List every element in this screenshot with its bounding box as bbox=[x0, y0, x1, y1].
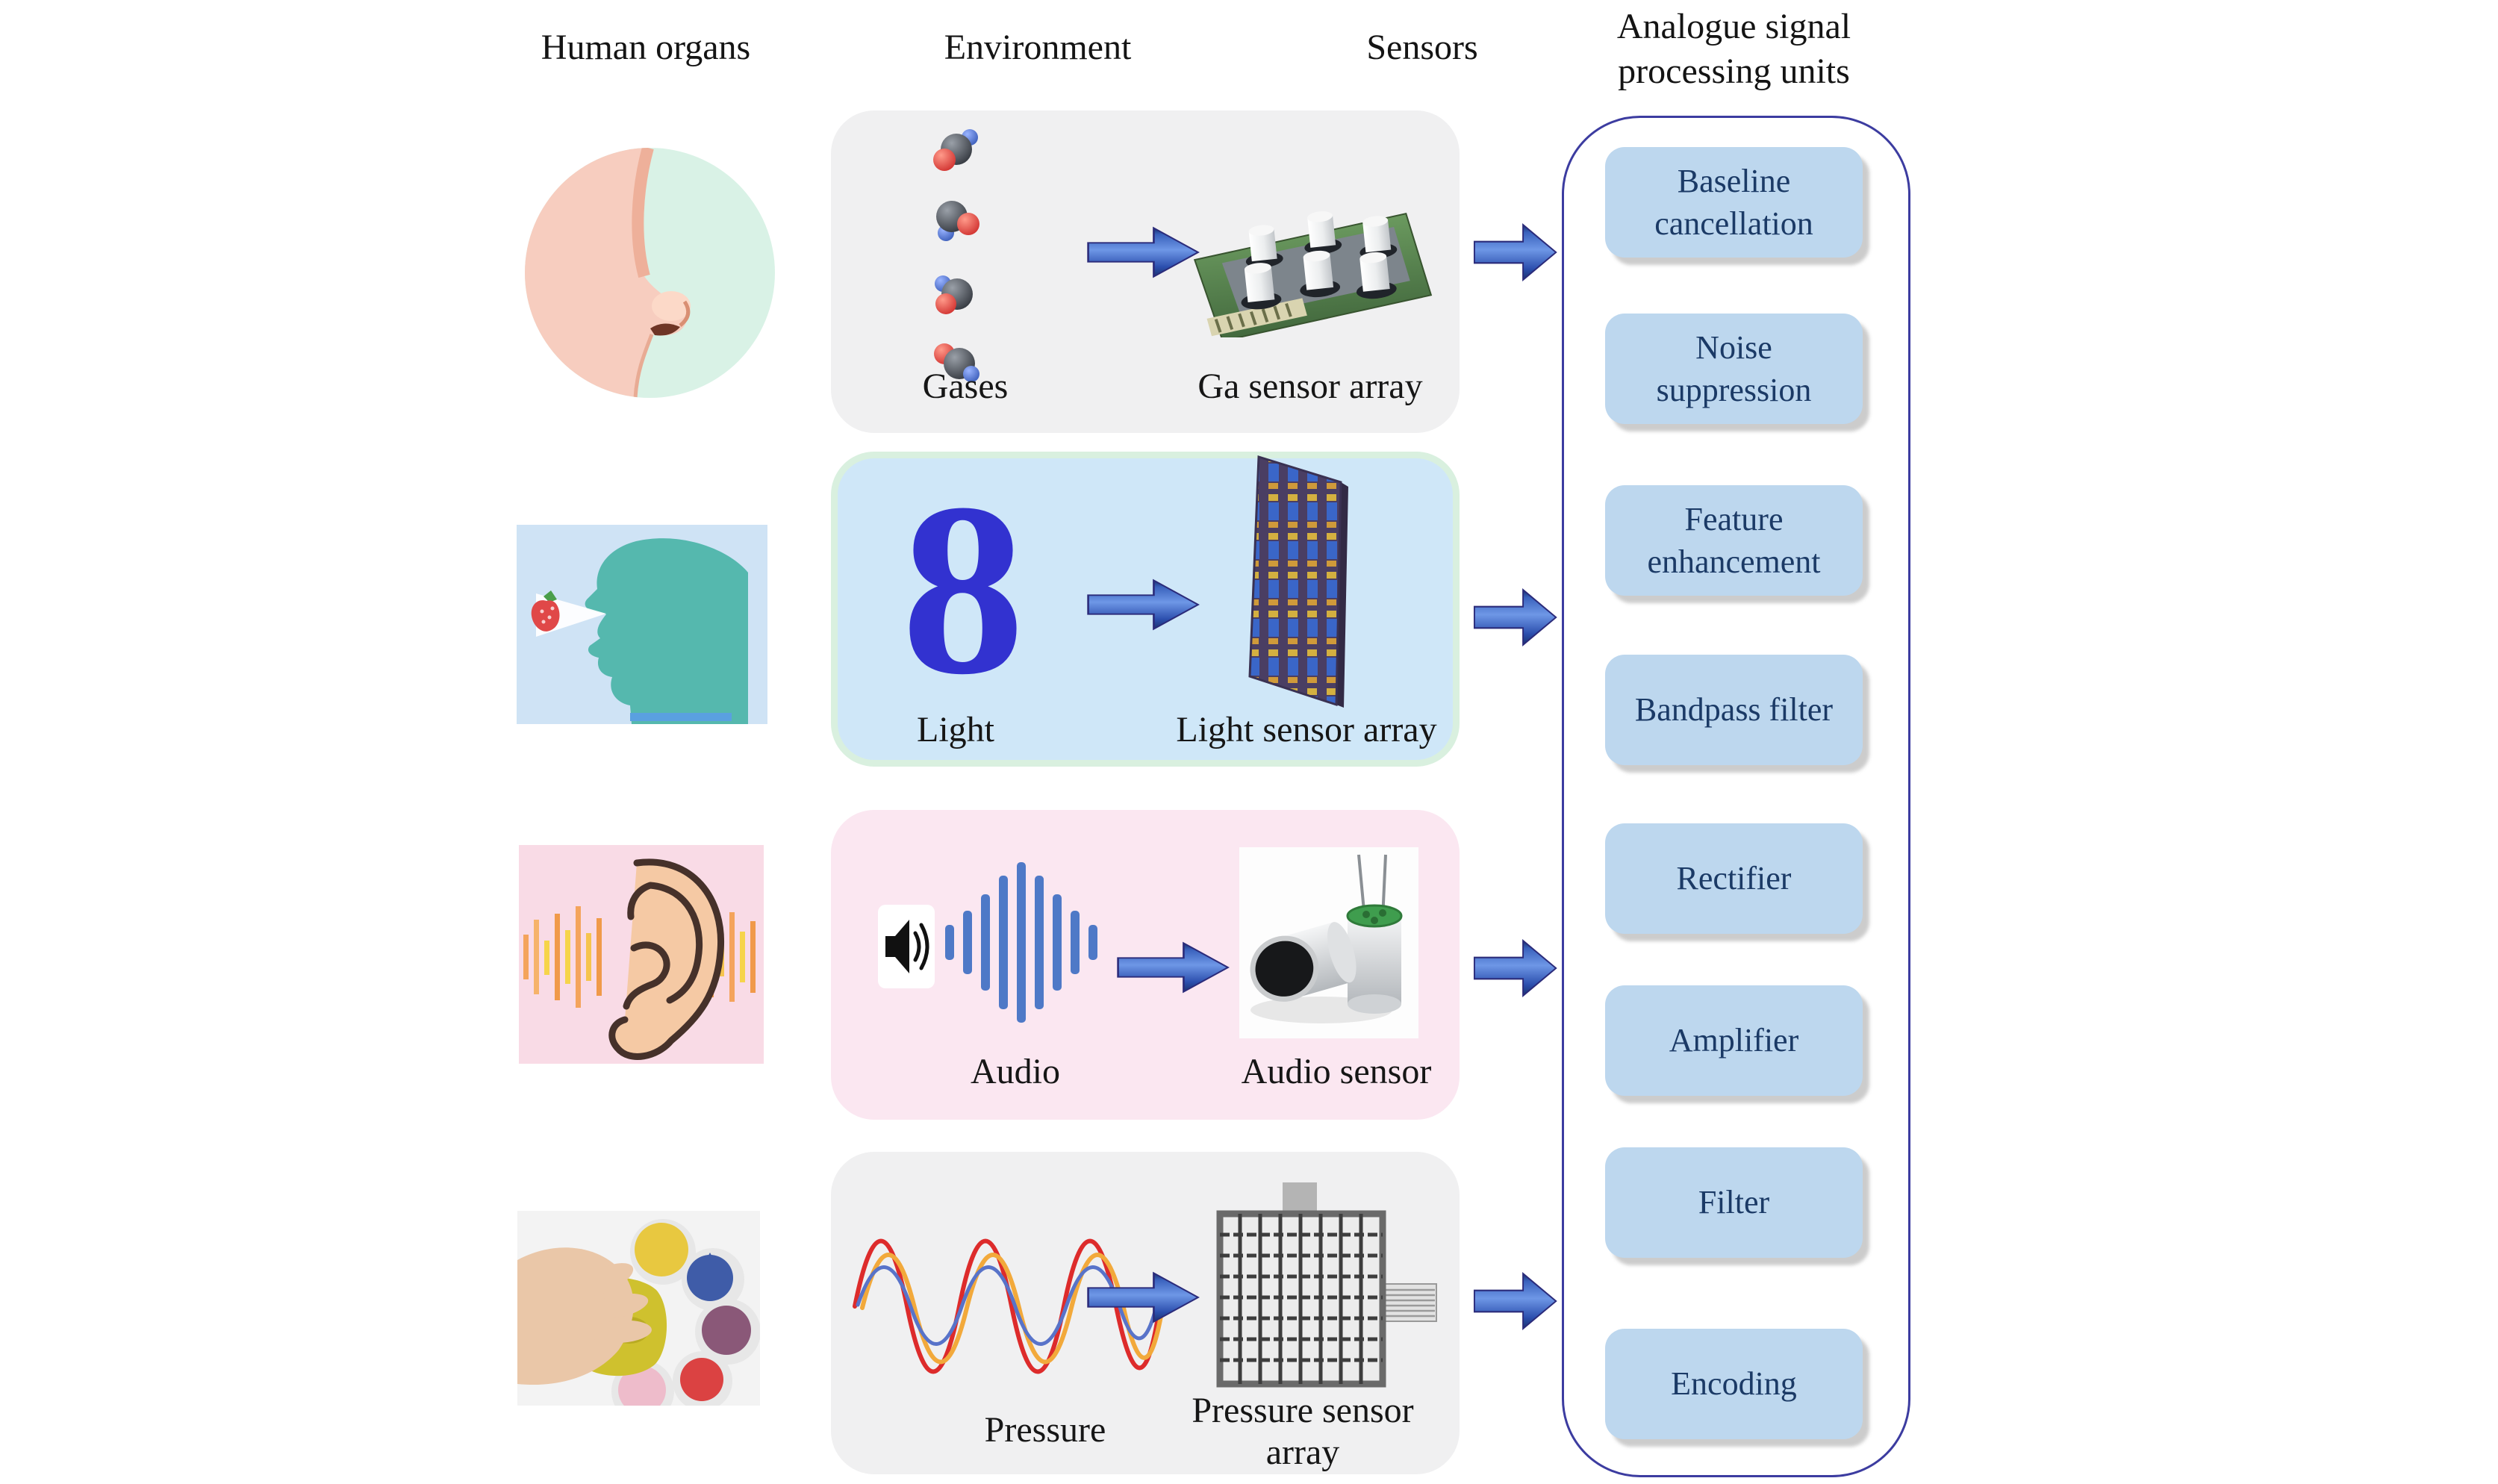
nose-icon bbox=[525, 148, 691, 398]
arrow-row3-to-processing bbox=[1473, 936, 1559, 1000]
arrow-gases-to-sensor bbox=[1086, 224, 1202, 281]
face-looking-at-strawberry-icon bbox=[531, 538, 748, 724]
arrow-row1-to-processing bbox=[1473, 220, 1559, 284]
unit-encoding: Encoding bbox=[1605, 1329, 1863, 1439]
header-sensors: Sensors bbox=[1366, 28, 1478, 67]
unit-feature-enhancement: Feature enhancement bbox=[1605, 485, 1863, 596]
header-processing-units: Analogue signal processing units bbox=[1557, 4, 1911, 94]
label-audio-sensor: Audio sensor bbox=[1241, 1052, 1432, 1091]
pressure-sensor-array-icon bbox=[1216, 1182, 1437, 1388]
header-processing-line2: processing units bbox=[1618, 52, 1850, 91]
unit-amplifier: Amplifier bbox=[1605, 985, 1863, 1096]
unit-filter: Filter bbox=[1605, 1147, 1863, 1258]
label-gases: Gases bbox=[922, 367, 1009, 406]
label-pressure-sensor-array: Pressure sensor array bbox=[1192, 1391, 1414, 1472]
hand-image bbox=[517, 1211, 760, 1406]
purple-ball bbox=[702, 1306, 751, 1355]
nose-image bbox=[525, 148, 775, 398]
arrow-row2-to-processing bbox=[1473, 585, 1559, 649]
label-pressure: Pressure bbox=[984, 1410, 1106, 1450]
arrow-row4-to-processing bbox=[1473, 1269, 1559, 1333]
unit-rectifier: Rectifier bbox=[1605, 823, 1863, 934]
unit-noise-suppression: Noise suppression bbox=[1605, 314, 1863, 424]
gas-sensor-array-icon bbox=[1193, 211, 1433, 337]
header-processing-line1: Analogue signal bbox=[1616, 7, 1851, 46]
red-ball bbox=[680, 1358, 723, 1401]
header-environment: Environment bbox=[944, 28, 1132, 67]
gas-sensor-cylinders bbox=[1241, 211, 1398, 310]
label-light: Light bbox=[917, 710, 994, 749]
speaker-icon bbox=[878, 905, 935, 988]
face-strawberry-image bbox=[517, 525, 767, 724]
yellow-ball bbox=[635, 1223, 688, 1276]
unit-bandpass-filter: Bandpass filter bbox=[1605, 655, 1863, 765]
arrow-audio-to-sensor bbox=[1116, 939, 1232, 996]
pink-ball bbox=[618, 1366, 666, 1406]
blue-ball bbox=[687, 1255, 733, 1301]
label-light-sensor-array: Light sensor array bbox=[1176, 710, 1437, 749]
header-human-organs: Human organs bbox=[541, 28, 751, 67]
arrow-light-to-sensor bbox=[1086, 576, 1202, 633]
ear-image bbox=[519, 845, 764, 1064]
audio-sensor-icon bbox=[1239, 847, 1418, 1038]
ear-icon bbox=[523, 858, 756, 1060]
hand-pressing-icon bbox=[517, 1219, 760, 1406]
audio-bars-icon bbox=[945, 862, 1097, 1023]
digit-8-light-icon: 8 bbox=[901, 453, 1025, 726]
sound-wave-left bbox=[523, 906, 602, 1008]
unit-baseline-cancellation: Baseline cancellation bbox=[1605, 147, 1863, 258]
label-audio: Audio bbox=[971, 1052, 1060, 1091]
gas-molecules-icon bbox=[933, 129, 979, 382]
light-sensor-array-icon bbox=[1248, 455, 1348, 708]
arrow-pressure-to-sensor bbox=[1086, 1269, 1202, 1326]
label-ga-sensor-array: Ga sensor array bbox=[1197, 367, 1423, 406]
